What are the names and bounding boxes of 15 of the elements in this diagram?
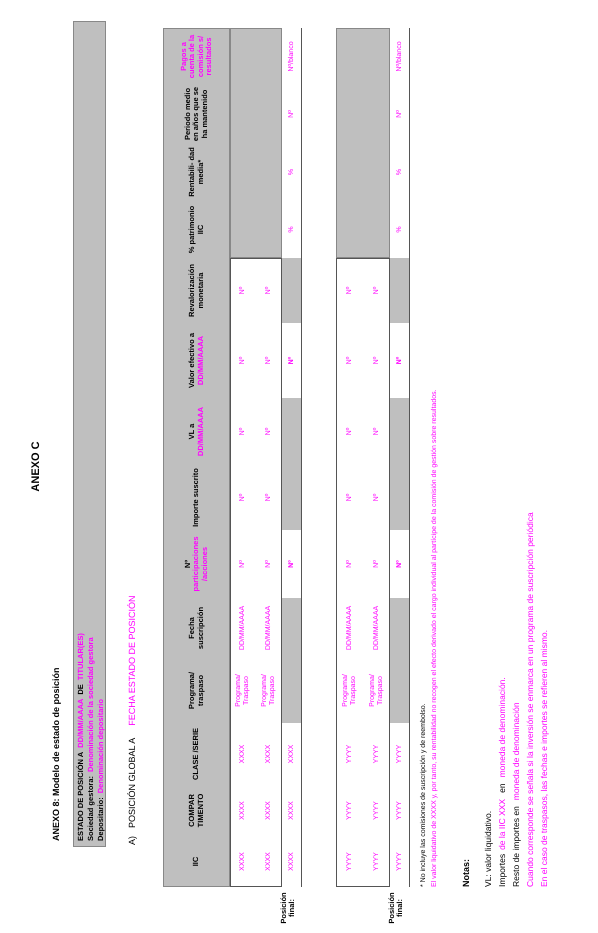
note-text: moneda de denominación: [511, 702, 521, 800]
note-text: VL: valor liquidativo.: [483, 810, 493, 887]
section-letter: A): [127, 836, 137, 845]
note-text: Resto de importes en: [511, 806, 521, 887]
notes-heading: Notas:: [461, 858, 471, 887]
note-text: Importes: [497, 854, 507, 887]
section-heading: FECHA ESTADO DE POSICIÓN: [127, 595, 137, 726]
note-text: Cuando corresponde se señala si la inversión se enmarca en un programa de suscripción periódica: [525, 512, 535, 887]
note-text: moneda de denominación.: [497, 677, 507, 778]
note-text: de la IIC XXX: [497, 798, 507, 850]
note-text: en: [497, 783, 507, 793]
page-title: ANEXO C: [30, 440, 42, 494]
note-text: En el caso de traspasos, las fechas e importes se refieren al mismo.: [539, 630, 549, 887]
section-heading: ANEXO 8: Modelo de estado de posición: [51, 667, 61, 841]
section-heading: POSICIÓN GLOBAL A: [127, 738, 137, 828]
